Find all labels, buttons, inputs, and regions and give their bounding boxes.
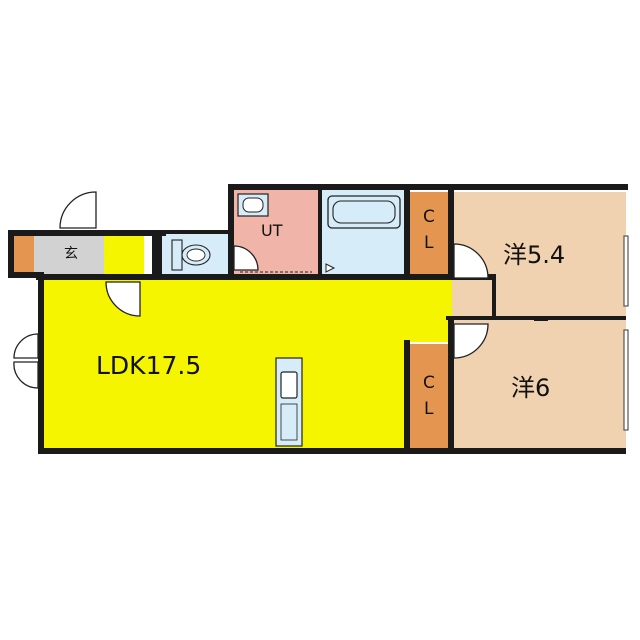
ldk-room: [42, 278, 494, 450]
entrance-label: 玄: [64, 245, 78, 262]
closet-2-label-c: C: [423, 373, 435, 393]
closet-2-label-l: L: [424, 399, 434, 419]
entrance-hall-shade: [104, 234, 114, 274]
western-room-5-4: [452, 192, 626, 318]
kitchen-sink-icon: [280, 371, 298, 399]
closet-1-label-c: C: [423, 207, 435, 227]
western-5-4-label: 洋5.4: [503, 241, 565, 269]
closet-2: [410, 344, 452, 450]
ldk-label: LDK17.5: [96, 351, 201, 380]
utility-label: UT: [261, 221, 283, 240]
closet-1: [410, 192, 452, 276]
entrance-floor: [34, 234, 104, 274]
doors: [13, 191, 489, 389]
shoe-cabinet-icon: [14, 234, 34, 274]
sliding-doors: [240, 263, 336, 273]
kitchen-stove-icon: [280, 403, 298, 441]
closet-1-label-l: L: [424, 233, 434, 253]
walls: [8, 184, 628, 454]
bathtub-icon: [327, 195, 401, 229]
washbasin-icon: [237, 193, 269, 217]
entrance-hall: [104, 234, 144, 274]
toilet-icon: [171, 239, 211, 271]
wall-mark: [534, 316, 548, 321]
western-6-label: 洋6: [511, 374, 550, 402]
right-windows: [623, 235, 629, 431]
